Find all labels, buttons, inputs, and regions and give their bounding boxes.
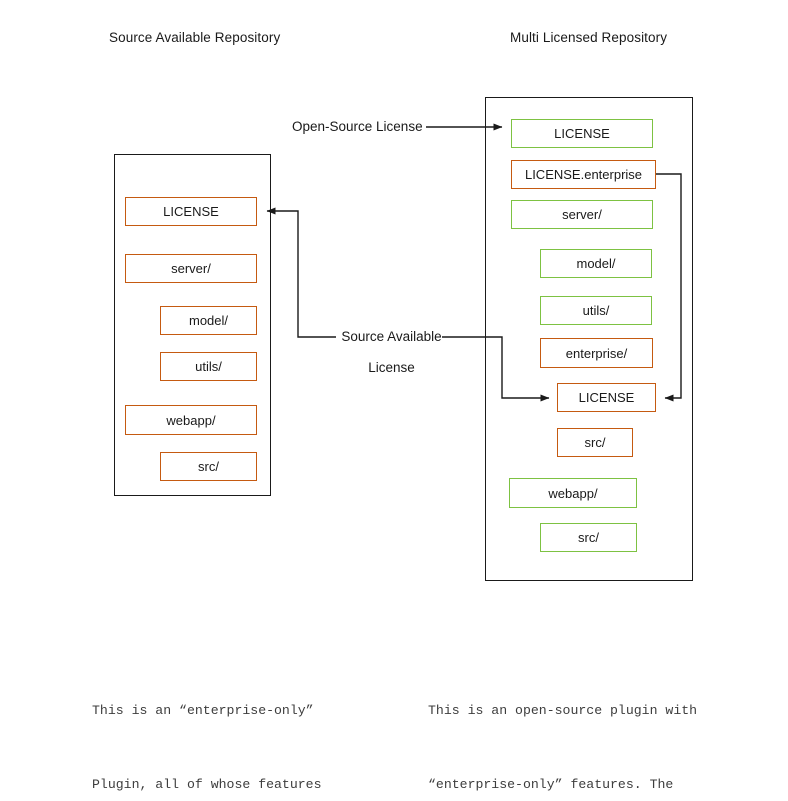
right-item-server[interactable]: server/ [511, 200, 653, 229]
right-caption: This is an open-source plugin with “ente… [428, 650, 728, 801]
right-caption-line-1: This is an open-source plugin with [428, 703, 698, 718]
source-available-license-label-line1: Source Available [341, 323, 442, 351]
right-item-enterprise-license[interactable]: LICENSE [557, 383, 656, 412]
left-caption: This is an “enterprise-only” Plugin, all… [92, 650, 402, 801]
wire-source-available-to-left-license [266, 207, 336, 338]
right-item-utils[interactable]: utils/ [540, 296, 652, 325]
left-repo-title: Source Available Repository [109, 30, 281, 45]
right-item-model[interactable]: model/ [540, 249, 652, 278]
left-caption-line-1: This is an “enterprise-only” [92, 703, 314, 718]
left-item-license[interactable]: LICENSE [125, 197, 257, 226]
right-item-webapp-src[interactable]: src/ [540, 523, 637, 552]
left-item-utils[interactable]: utils/ [160, 352, 257, 381]
right-caption-line-2: “enterprise-only” features. The [428, 776, 674, 792]
right-item-enterprise[interactable]: enterprise/ [540, 338, 653, 368]
right-repo-title: Multi Licensed Repository [510, 30, 668, 45]
source-available-license-label-line2: License [368, 360, 415, 375]
right-item-license[interactable]: LICENSE [511, 119, 653, 148]
right-item-enterprise-src[interactable]: src/ [557, 428, 633, 457]
left-item-webapp[interactable]: webapp/ [125, 405, 257, 435]
open-source-license-label: Open-Source License [292, 113, 423, 141]
left-item-src[interactable]: src/ [160, 452, 257, 481]
left-item-model[interactable]: model/ [160, 306, 257, 335]
right-item-license-enterprise[interactable]: LICENSE.enterprise [511, 160, 656, 189]
right-item-webapp[interactable]: webapp/ [509, 478, 637, 508]
left-item-server[interactable]: server/ [125, 254, 257, 283]
left-caption-line-2: Plugin, all of whose features [92, 776, 322, 792]
